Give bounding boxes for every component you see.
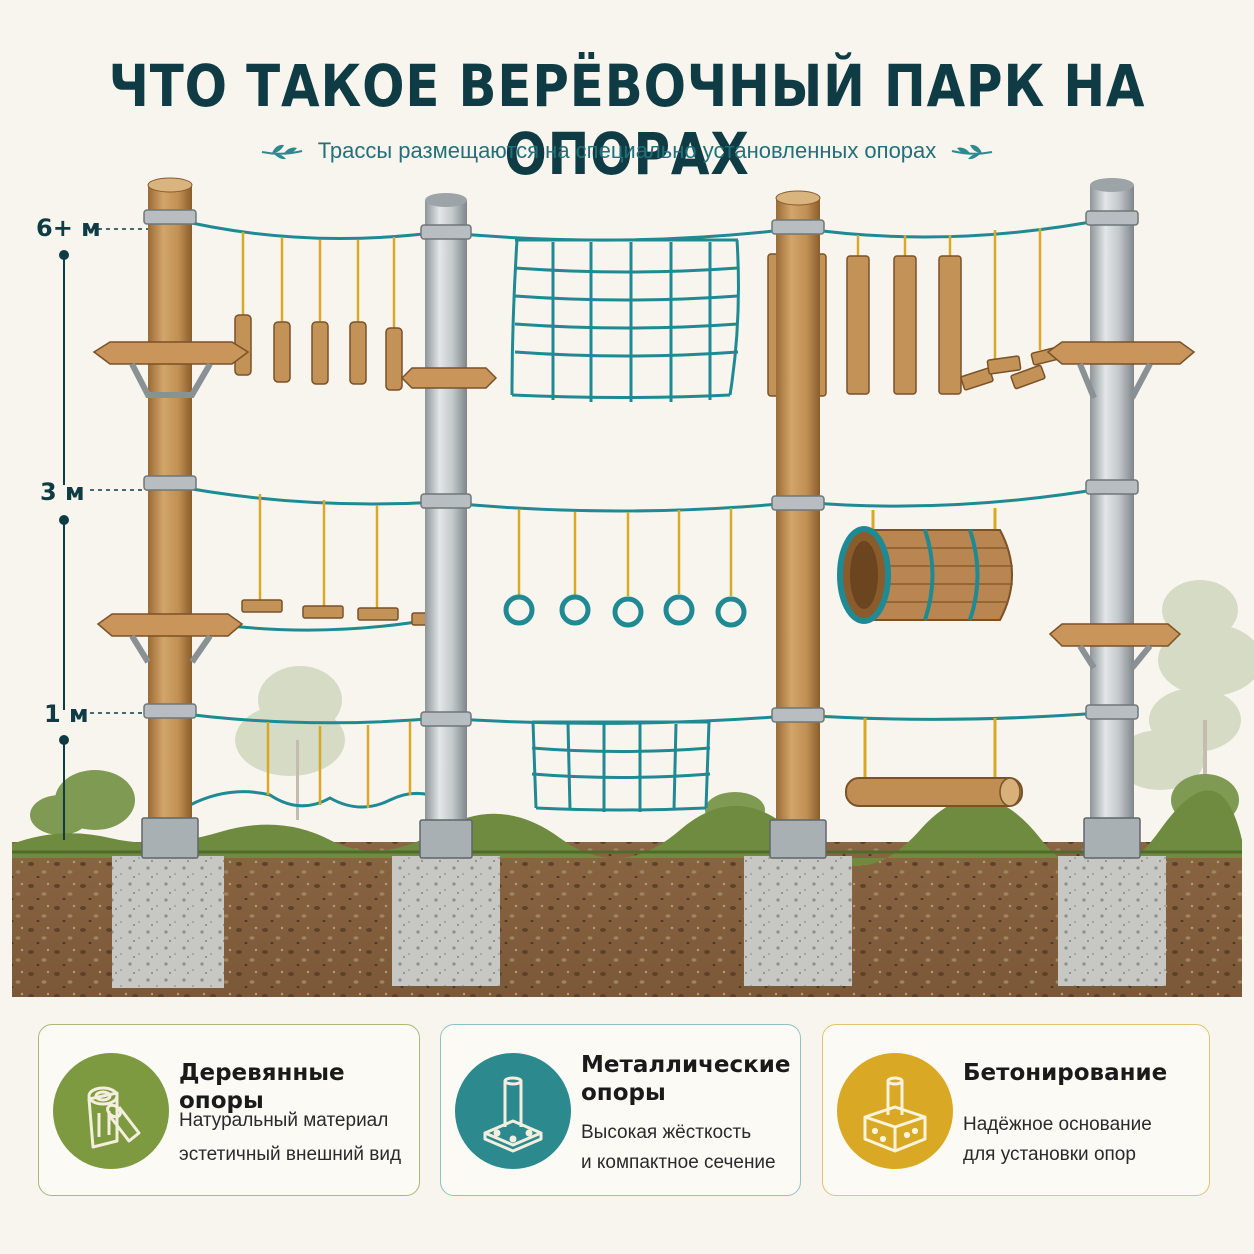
stepping-planks-obstacle xyxy=(199,494,461,632)
height-label-1m: 1 м xyxy=(44,700,89,728)
concrete-footings xyxy=(112,856,1166,988)
page-subtitle: Трассы размещаются на специально установ… xyxy=(317,138,937,163)
wood-log-icon xyxy=(53,1053,169,1169)
card-title-wooden: Деревянные опоры xyxy=(179,1060,345,1114)
rope-park-illustration xyxy=(12,177,1254,997)
page-title: ЧТО ТАКОЕ ВЕРЁВОЧНЫЙ ПАРК НА ОПОРАХ xyxy=(108,52,1146,188)
pole-base-sleeves xyxy=(141,817,1141,859)
card-text-concreting-line1: Надёжное основание xyxy=(963,1114,1152,1135)
card-text-concreting-line2: для установки опор xyxy=(963,1144,1136,1165)
wooden-pole-right xyxy=(775,190,821,853)
height-label-6m: 6+ м xyxy=(36,214,101,242)
gymnastic-rings-obstacle xyxy=(503,508,747,628)
pole-clamps xyxy=(143,209,1139,727)
concrete-base-icon xyxy=(837,1053,953,1169)
background-trees xyxy=(235,580,1254,830)
card-text-wooden-line2: эстетичный внешний вид xyxy=(179,1144,402,1165)
metal-pole-right xyxy=(1090,178,1134,853)
swinging-log-obstacle xyxy=(845,718,1023,807)
card-text-metal-line1: Высокая жёсткость xyxy=(581,1122,752,1143)
climbing-net-upper xyxy=(510,238,740,402)
left-sprig-icon xyxy=(261,144,302,160)
grass-bushes xyxy=(30,770,1239,835)
metal-pole-icon xyxy=(455,1053,571,1169)
wooden-pole-left xyxy=(147,177,193,853)
card-text-wooden-line1: Натуральный материал xyxy=(179,1110,389,1131)
card-concreting: Бетонирование Надёжное основание для уст… xyxy=(822,1024,1210,1196)
climbing-net-lower xyxy=(531,720,711,812)
right-sprig-icon xyxy=(952,144,993,160)
height-label-3m: 3 м xyxy=(40,478,85,506)
platforms xyxy=(92,341,1196,670)
card-title-concreting: Бетонирование xyxy=(963,1060,1168,1086)
card-metal-supports: Металлические опоры Высокая жёсткость и … xyxy=(440,1024,801,1196)
low-swing-ropes xyxy=(266,722,412,808)
metal-pole-left xyxy=(425,193,467,853)
hanging-logs-obstacle xyxy=(234,232,403,391)
card-title-metal: Металлические опоры xyxy=(581,1052,791,1106)
height-axis xyxy=(59,228,148,840)
card-text-metal-line2: и компактное сечение xyxy=(581,1152,776,1173)
subtitle-row: Трассы размещаются на специально установ… xyxy=(0,138,1254,164)
card-wooden-supports: Деревянные опоры Натуральный материал эс… xyxy=(38,1024,420,1196)
barrel-tunnel-obstacle xyxy=(837,508,1013,624)
